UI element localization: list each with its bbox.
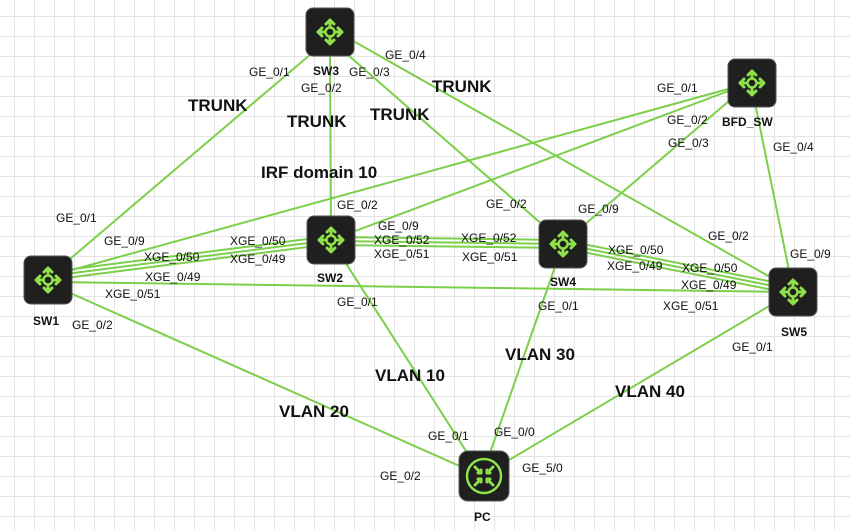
- port-label: XGE_0/51: [462, 250, 518, 264]
- device-label: SW1: [33, 314, 59, 328]
- port-label: GE_0/2: [72, 318, 113, 332]
- port-label: GE_0/4: [385, 48, 426, 62]
- link-sw1-pc[interactable]: [49, 283, 483, 477]
- link-bfd-sw2[interactable]: [330, 82, 751, 241]
- device-label: SW5: [781, 325, 807, 339]
- port-label: XGE_0/51: [374, 247, 430, 261]
- link-labels: TRUNK TRUNK TRUNK TRUNK IRF domain 10 VL…: [188, 77, 685, 421]
- device-label: BFD_SW: [722, 115, 773, 129]
- port-label: XGE_0/50: [608, 243, 664, 257]
- port-label: XGE_0/50: [230, 234, 286, 248]
- port-label: GE_0/9: [378, 219, 419, 233]
- link-sw2-sw4-b[interactable]: [330, 240, 564, 245]
- port-label: GE_0/2: [667, 113, 708, 127]
- vlan40-label: VLAN 40: [615, 382, 685, 401]
- link-sw4-sw5-a[interactable]: [562, 239, 794, 287]
- port-label: XGE_0/49: [607, 259, 663, 273]
- trunk-label-right: TRUNK: [370, 105, 430, 124]
- device-label: SW4: [550, 275, 576, 289]
- port-label: XGE_0/49: [145, 270, 201, 284]
- device-sw1[interactable]: SW1: [23, 255, 73, 328]
- port-label: GE_0/1: [657, 81, 698, 95]
- link-sw4-pc[interactable]: [481, 243, 564, 477]
- port-label: XGE_0/49: [681, 278, 737, 292]
- port-label: GE_0/9: [578, 202, 619, 216]
- port-label: GE_0/9: [104, 234, 145, 248]
- device-label: SW2: [317, 271, 343, 285]
- link-sw3-sw4[interactable]: [339, 47, 561, 241]
- port-label: XGE_0/50: [144, 250, 200, 264]
- link-sw2-sw4-a[interactable]: [330, 236, 564, 241]
- port-label: GE_5/0: [522, 461, 563, 475]
- device-sw5[interactable]: SW5: [768, 267, 818, 339]
- link-sw1-sw2-a[interactable]: [49, 235, 332, 273]
- link-sw1-sw2-b[interactable]: [49, 239, 332, 277]
- port-label: GE_0/0: [494, 425, 535, 439]
- vlan20-label: VLAN 20: [279, 402, 349, 421]
- link-sw1-sw2-c[interactable]: [49, 243, 332, 281]
- port-label: XGE_0/51: [105, 287, 161, 301]
- port-label: GE_0/1: [732, 340, 773, 354]
- port-label: GE_0/2: [337, 198, 378, 212]
- port-label: XGE_0/51: [663, 299, 719, 313]
- port-label: GE_0/2: [708, 229, 749, 243]
- device-sw4[interactable]: SW4: [538, 219, 588, 289]
- trunk-label-left: TRUNK: [188, 96, 248, 115]
- link-bfd-sw1[interactable]: [49, 82, 751, 277]
- device-sw2[interactable]: SW2: [306, 215, 356, 285]
- port-label: GE_0/1: [249, 65, 290, 79]
- port-label: GE_0/2: [486, 197, 527, 211]
- link-sw3-sw2[interactable]: [329, 54, 332, 241]
- trunk-label-mid: TRUNK: [287, 112, 347, 131]
- link-sw1-sw5[interactable]: [49, 281, 794, 293]
- port-label: XGE_0/52: [461, 231, 517, 245]
- link-sw5-pc[interactable]: [481, 291, 794, 477]
- port-label: XGE_0/52: [374, 233, 430, 247]
- trunk-label-top: TRUNK: [432, 77, 492, 96]
- port-labels: GE_0/1 GE_0/2 GE_0/3 GE_0/4 GE_0/1 GE_0/…: [56, 48, 831, 483]
- link-sw4-sw5-b[interactable]: [562, 243, 794, 291]
- link-sw4-sw5-c[interactable]: [562, 247, 794, 295]
- link-bfd-sw4[interactable]: [562, 82, 751, 244]
- port-label: GE_0/2: [301, 81, 342, 95]
- port-label: GE_0/3: [349, 65, 390, 79]
- link-sw2-pc[interactable]: [330, 239, 483, 477]
- link-sw3-sw5[interactable]: [347, 37, 794, 291]
- link-bfd-sw5[interactable]: [751, 87, 794, 291]
- port-label: GE_0/1: [428, 429, 469, 443]
- links: [49, 37, 794, 477]
- link-sw3-sw1[interactable]: [49, 47, 319, 277]
- device-label: SW3: [313, 64, 339, 78]
- port-label: GE_0/4: [773, 140, 814, 154]
- port-label: GE_0/9: [790, 247, 831, 261]
- device-bfd-sw[interactable]: BFD_SW: [722, 58, 777, 129]
- port-label: GE_0/1: [538, 299, 579, 313]
- port-label: GE_0/1: [337, 295, 378, 309]
- device-label: PC: [474, 510, 491, 524]
- port-label: GE_0/1: [56, 211, 97, 225]
- port-label: GE_0/3: [668, 136, 709, 150]
- port-label: XGE_0/50: [682, 261, 738, 275]
- port-label: XGE_0/49: [230, 252, 286, 266]
- vlan30-label: VLAN 30: [505, 345, 575, 364]
- port-label: GE_0/2: [380, 469, 421, 483]
- device-sw3[interactable]: SW3: [305, 7, 355, 78]
- device-pc[interactable]: PC: [458, 450, 510, 524]
- irf-domain-label: IRF domain 10: [261, 163, 377, 182]
- vlan10-label: VLAN 10: [375, 366, 445, 385]
- link-sw2-sw4-c[interactable]: [330, 244, 564, 249]
